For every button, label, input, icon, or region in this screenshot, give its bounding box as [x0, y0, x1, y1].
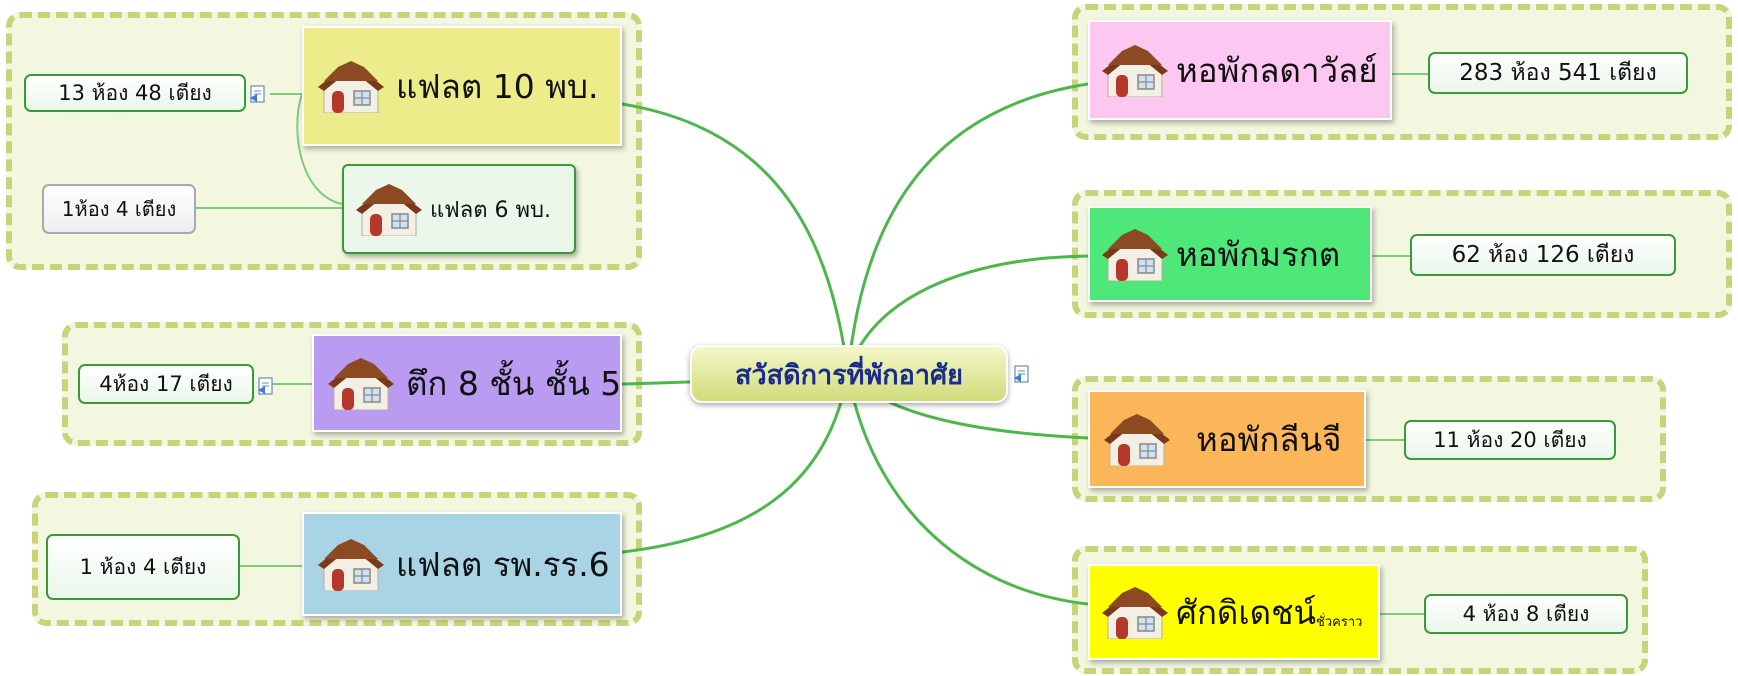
note-icon[interactable]: [248, 84, 268, 104]
topic-label: แฟลต รพ.รร.6: [396, 544, 610, 584]
note-icon[interactable]: [1012, 364, 1032, 384]
topic-label: แฟลต 10 พบ.: [396, 66, 599, 106]
topic-flat6[interactable]: แฟลต 6 พบ.: [342, 164, 576, 254]
topic-label-main: ศักดิเดชน์: [1176, 592, 1317, 632]
topic-sakdi[interactable]: ศักดิเดชน์ชั่วคราว: [1088, 564, 1380, 660]
topic-label: หอพักลีนจี: [1196, 419, 1342, 459]
topic-morakot[interactable]: หอพักมรกต: [1088, 206, 1372, 302]
link-flat10: [621, 102, 850, 374]
central-topic[interactable]: สวัสดิการที่พักอาศัย: [690, 345, 1008, 403]
link-sakdi: [846, 372, 1089, 606]
house-icon: [356, 182, 422, 236]
detail-flatrp[interactable]: 1 ห้อง 4 เตียง: [46, 534, 240, 600]
topic-label: หอพักมรกต: [1176, 234, 1341, 274]
house-icon: [318, 59, 384, 113]
topic-label: หอพักลดาวัลย์: [1176, 50, 1378, 90]
house-icon: [1102, 585, 1168, 639]
house-icon: [1104, 412, 1170, 466]
topic-flatrp[interactable]: แฟลต รพ.รร.6: [302, 512, 622, 616]
detail-lada[interactable]: 283 ห้อง 541 เตียง: [1428, 52, 1688, 94]
house-icon: [318, 537, 384, 591]
topic-label: ตึก 8 ชั้น ชั้น 5: [406, 363, 622, 403]
topic-label: ศักดิเดชน์ชั่วคราว: [1176, 586, 1362, 639]
topic-flat10[interactable]: แฟลต 10 พบ.: [302, 26, 622, 146]
topic-label-suffix: ชั่วคราว: [1316, 614, 1363, 630]
topic-label: แฟลต 6 พบ.: [430, 197, 551, 223]
note-icon[interactable]: [256, 376, 276, 396]
link-lada: [846, 82, 1089, 374]
detail-morakot[interactable]: 62 ห้อง 126 เตียง: [1410, 234, 1676, 276]
house-icon: [328, 356, 394, 410]
topic-lada[interactable]: หอพักลดาวัลย์: [1088, 20, 1392, 120]
topic-tuk8[interactable]: ตึก 8 ชั้น ชั้น 5: [312, 334, 622, 432]
detail-lincheu[interactable]: 11 ห้อง 20 เตียง: [1404, 420, 1616, 460]
detail-flat10[interactable]: 13 ห้อง 48 เตียง: [24, 74, 246, 112]
detail-flat6[interactable]: 1ห้อง 4 เตียง: [42, 184, 196, 234]
detail-tuk8[interactable]: 4ห้อง 17 เตียง: [78, 364, 254, 404]
house-icon: [1102, 227, 1168, 281]
topic-lincheu[interactable]: หอพักลีนจี: [1088, 390, 1366, 488]
detail-sakdi[interactable]: 4 ห้อง 8 เตียง: [1424, 594, 1628, 634]
house-icon: [1102, 43, 1168, 97]
